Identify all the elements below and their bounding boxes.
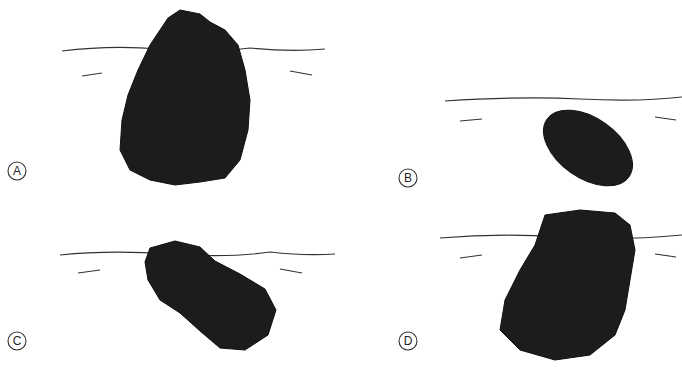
panel-letter: C <box>7 331 27 351</box>
water-surface <box>445 97 682 101</box>
rock <box>500 210 635 360</box>
rock <box>120 10 250 185</box>
circle-outline <box>8 332 26 350</box>
water-ripple <box>280 269 302 273</box>
water-ripple <box>290 71 312 75</box>
rock <box>145 241 276 350</box>
water-ripple <box>78 270 100 273</box>
rock <box>530 95 646 202</box>
circle-outline <box>8 162 26 180</box>
circled-letter: D <box>398 331 418 351</box>
water-ripple <box>460 255 482 258</box>
water-ripple <box>655 254 676 257</box>
water-ripple <box>460 119 482 121</box>
panel-letter: B <box>398 168 418 188</box>
panel-letter: D <box>398 331 418 351</box>
water-ripple <box>82 73 102 76</box>
circle-outline <box>399 169 417 187</box>
circled-letter: B <box>398 168 418 188</box>
circled-letter: C <box>7 331 27 351</box>
panel-letter: A <box>7 161 27 181</box>
circled-letter: A <box>7 161 27 181</box>
water-ripple <box>655 117 676 120</box>
circle-outline <box>399 332 417 350</box>
